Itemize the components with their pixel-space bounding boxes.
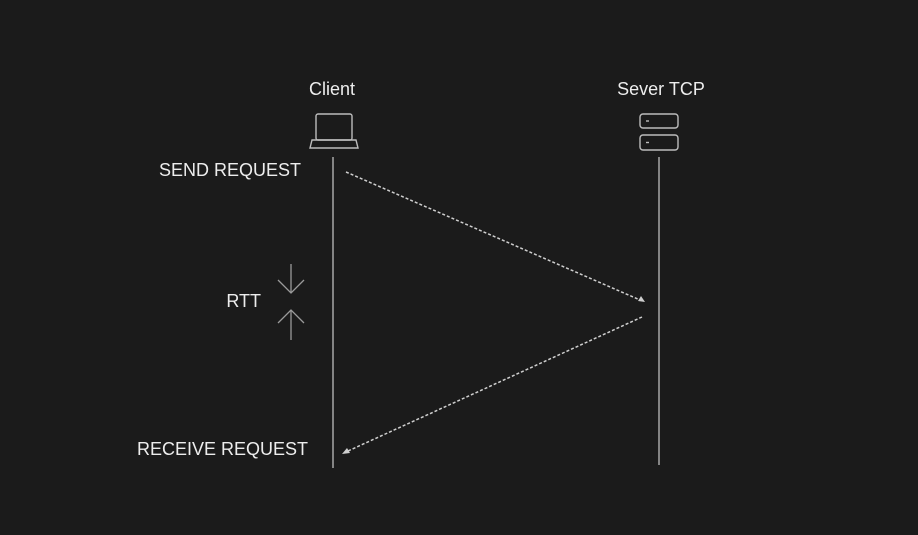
rtt-label: RTT xyxy=(226,291,261,311)
receive-request-label: RECEIVE REQUEST xyxy=(137,439,308,459)
rtt-arrows-icon xyxy=(277,264,305,340)
server-label: Sever TCP xyxy=(617,79,705,99)
laptop-icon xyxy=(309,113,359,149)
request-arrow xyxy=(345,171,645,302)
response-arrow xyxy=(342,316,643,454)
send-request-label: SEND REQUEST xyxy=(159,160,301,180)
server-icon xyxy=(639,113,679,151)
client-label: Client xyxy=(309,79,355,99)
